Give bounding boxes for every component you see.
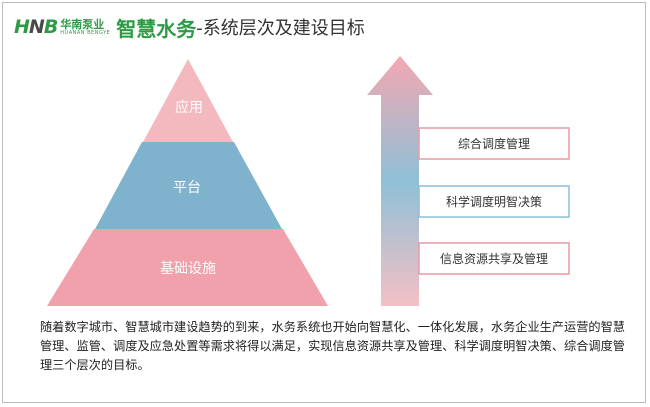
company-logo: HNB 华南泵业 HUANAN BENGYE (14, 16, 110, 38)
goal-box-top (418, 127, 570, 160)
pyramid-label-platform: 平台 (173, 180, 201, 196)
pyramid-label-application: 应用 (175, 99, 203, 116)
logo-mark: HNB (14, 16, 58, 38)
slide-header: HNB 华南泵业 HUANAN BENGYE 智慧水务 -系统层次及建设目标 (14, 10, 365, 44)
title-rest: -系统层次及建设目标 (196, 18, 365, 39)
logo-text: 华南泵业 HUANAN BENGYE (60, 19, 110, 36)
title-brand: 智慧水务 (116, 16, 197, 41)
pyramid-level-top (143, 59, 233, 142)
logo-english-name: HUANAN BENGYE (60, 29, 111, 36)
pyramid-level-bottom (47, 229, 328, 306)
pyramid-level-middle (95, 142, 282, 229)
goal-label-scientific-dispatch: 科学调度明智决策 (446, 194, 542, 209)
goal-box-middle (418, 185, 570, 218)
goal-label-integrated-dispatch: 综合调度管理 (458, 136, 530, 151)
pyramid-label-infrastructure: 基础设施 (160, 260, 216, 277)
description-paragraph: 随着数字城市、智慧城市建设趋势的到来，水务系统也开始向智慧化、一体化发展，水务企… (40, 320, 625, 372)
goal-box-bottom (418, 242, 570, 275)
up-arrow (367, 56, 433, 306)
logo-chinese-name: 华南泵业 (60, 17, 105, 31)
goal-label-information-sharing: 信息资源共享及管理 (440, 251, 548, 266)
